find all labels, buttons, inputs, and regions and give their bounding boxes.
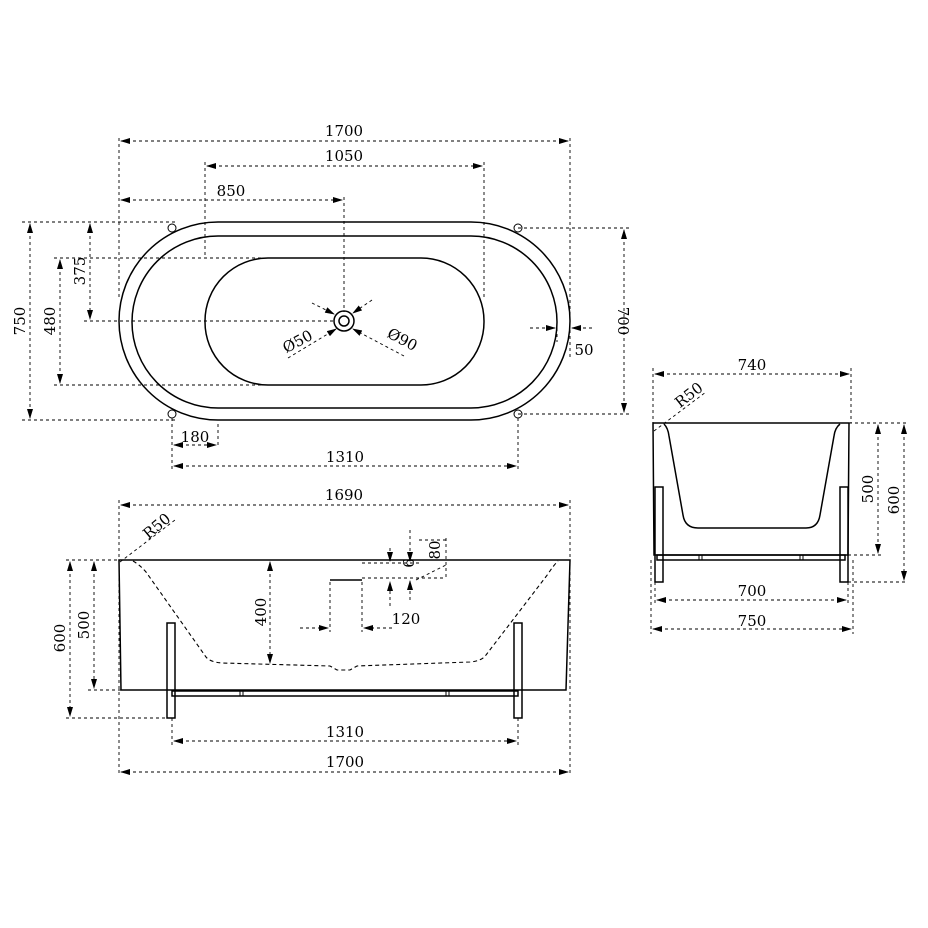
dim-top-length: 1690 xyxy=(325,486,363,504)
dim-leg-span-width: 700 xyxy=(614,307,632,336)
leg-marker xyxy=(167,223,177,233)
dim-drain-diameter: Ø50 xyxy=(280,326,316,357)
dim-drain-offset: 850 xyxy=(217,182,246,200)
dim-leg-span-length: 1310 xyxy=(326,448,364,466)
dim-overflow-size: 6 xyxy=(400,558,418,568)
dim-basin-depth: 400 xyxy=(252,598,270,627)
dim-overflow-height: 80 xyxy=(426,540,444,559)
front-body xyxy=(118,559,571,691)
dim-corner-radius: R50 xyxy=(139,510,174,543)
dim-overall-length: 1700 xyxy=(325,122,363,140)
front-leg-right xyxy=(513,622,523,719)
drain-inner xyxy=(338,315,350,327)
dim-overflow-width: 120 xyxy=(392,610,421,628)
dim-corner-radius: R50 xyxy=(671,379,706,412)
top-view: 1700 1050 850 750 480 375 700 50 180 131… xyxy=(11,122,632,470)
dim-total-height: 600 xyxy=(51,624,69,653)
dim-overall-width: 750 xyxy=(11,307,29,336)
side-basin xyxy=(663,423,841,529)
dim-overall-width: 750 xyxy=(738,612,767,630)
front-basin-hidden xyxy=(132,560,559,671)
side-body xyxy=(652,422,850,556)
dim-body-height: 500 xyxy=(859,475,877,504)
leg-marker xyxy=(167,409,177,419)
front-view: 1690 R50 80 6 400 120 600 500 1310 1700 xyxy=(51,486,571,775)
side-crossbar xyxy=(656,554,846,561)
leg-marker xyxy=(513,223,523,233)
dim-leg-inset: 180 xyxy=(181,428,210,446)
dim-basin-length: 1050 xyxy=(325,147,363,165)
dim-body-height: 500 xyxy=(75,611,93,640)
dim-overflow-diameter: Ø90 xyxy=(384,324,420,355)
top-inner-rim xyxy=(131,235,558,409)
drain-outer xyxy=(333,310,355,332)
dim-basin-width: 480 xyxy=(41,307,59,336)
dim-total-height: 600 xyxy=(885,486,903,515)
front-crossbar xyxy=(171,690,519,697)
dim-wall-thickness: 50 xyxy=(574,341,593,359)
dim-drain-side-offset: 375 xyxy=(71,257,89,286)
dim-leg-span: 1310 xyxy=(326,723,364,741)
dim-top-width: 740 xyxy=(738,356,767,374)
side-leg-left xyxy=(654,486,664,583)
front-leg-left xyxy=(166,622,176,719)
top-basin xyxy=(204,257,485,386)
side-view: 740 R50 500 600 700 750 xyxy=(650,356,908,634)
side-leg-right xyxy=(839,486,849,583)
dim-overall-length: 1700 xyxy=(326,753,364,771)
dim-leg-span: 700 xyxy=(738,582,767,600)
